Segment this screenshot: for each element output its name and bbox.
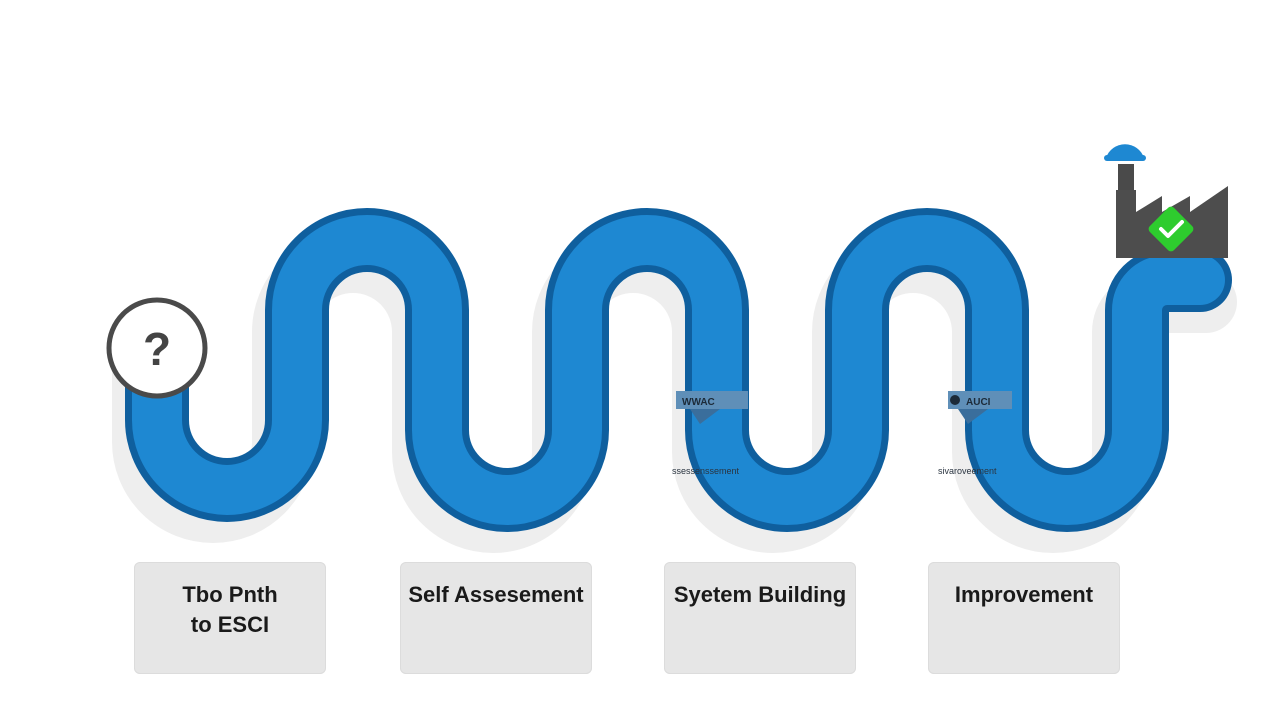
stage-card-1: Tbo Pnth to ESCI — [134, 562, 326, 674]
factory-icon — [1104, 144, 1228, 258]
path-tag-2-sub: sivaroveement — [938, 466, 997, 476]
question-icon: ? — [106, 297, 208, 399]
stage-label-3: Syetem Building — [673, 582, 847, 607]
path-tag-1: WWAC ssessenssement — [672, 391, 748, 476]
path-tag-1-sub: ssessenssement — [672, 466, 740, 476]
stage-label-4: Improvement — [954, 582, 1094, 607]
path-tag-1-text: WWAC — [682, 397, 715, 408]
path-tag-2: AUCI sivaroveement — [938, 391, 1012, 476]
stage-label-1: Tbo Pnth to ESCI — [182, 582, 278, 637]
stage-card-2: Self Assesement — [400, 562, 592, 674]
stage-card-4: Improvement — [928, 562, 1120, 674]
path-tag-2-text: AUCI — [966, 397, 991, 408]
checkmark-icon — [1148, 206, 1194, 252]
winding-path — [132, 215, 1225, 525]
question-symbol: ? — [143, 323, 171, 375]
stage-label-2: Self Assesement — [408, 582, 584, 607]
stage-card-3: Syetem Building — [664, 562, 856, 674]
